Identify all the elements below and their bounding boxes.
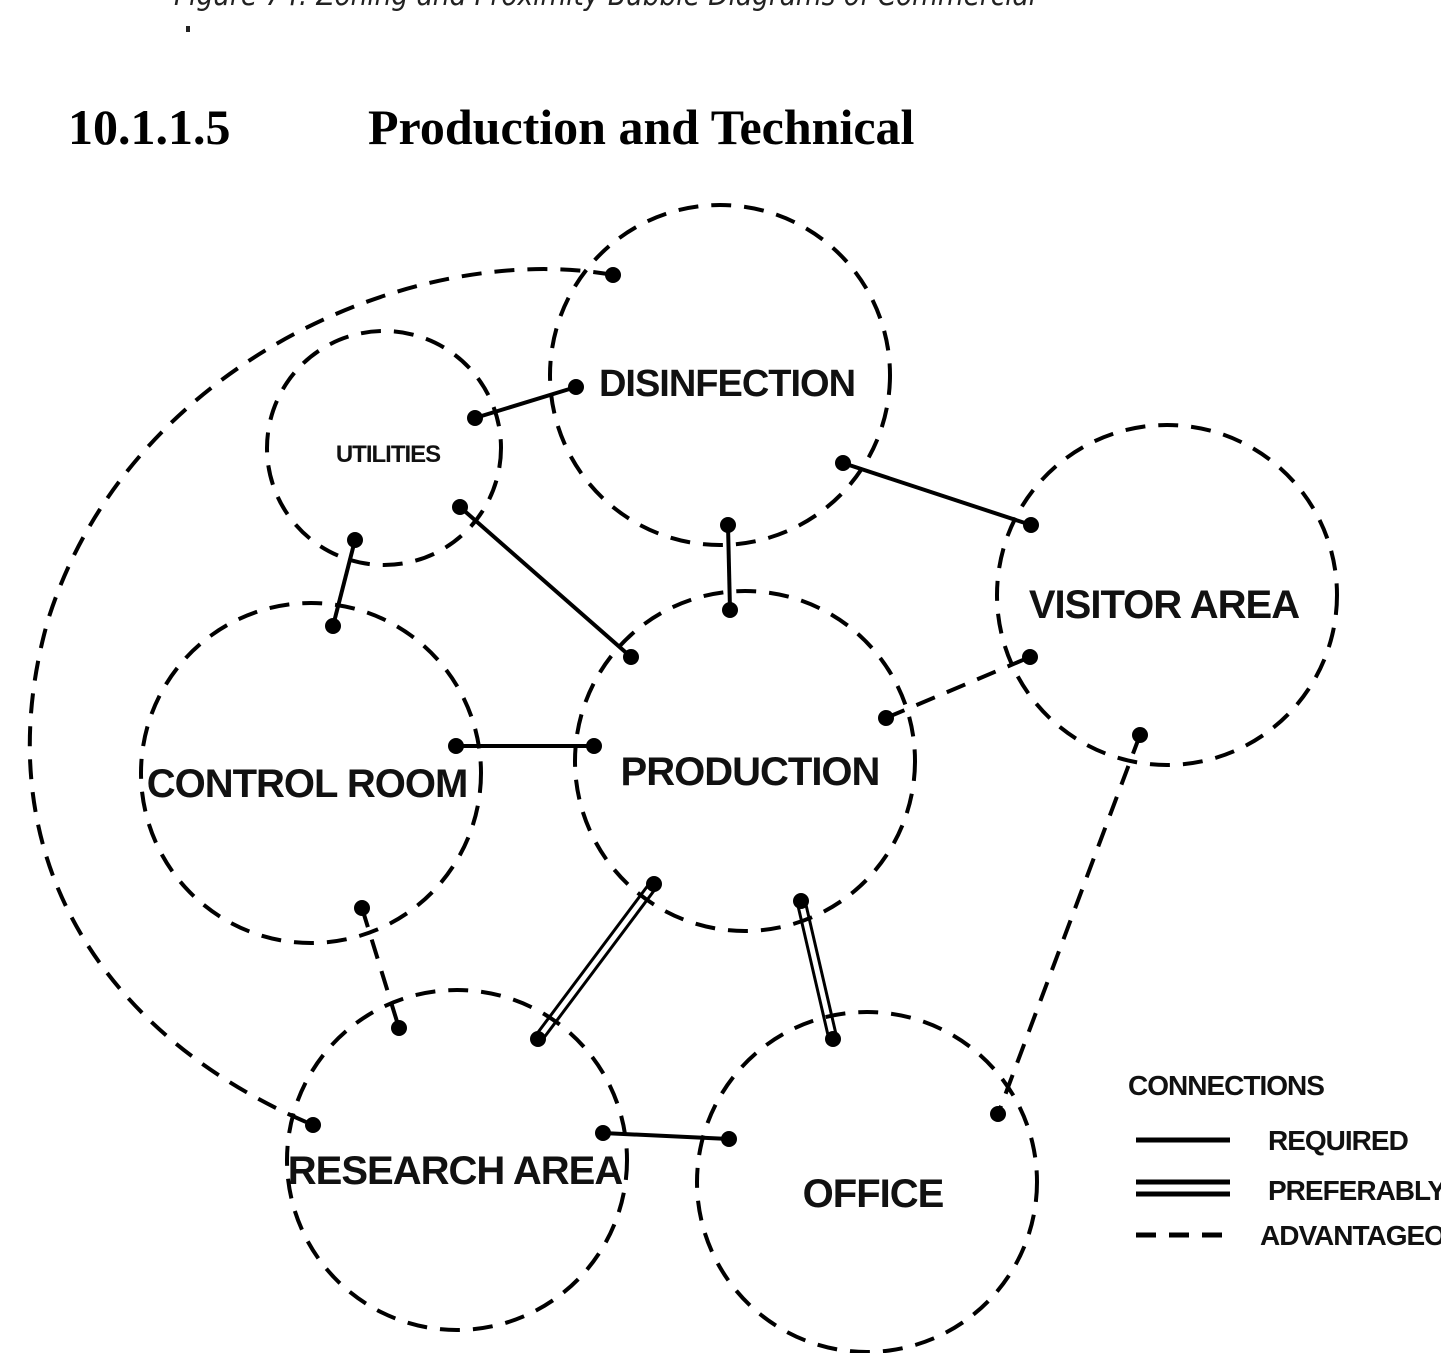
connection-utilities-control-room [331,539,357,627]
connection-endpoint [391,1020,407,1036]
legend-title: CONNECTIONS [1128,1070,1324,1101]
connection-disinfection-research-area [27,267,614,1127]
zone-office [695,1010,1039,1353]
connection-endpoint [825,1031,841,1047]
zone-disinfection [548,203,892,547]
section-title: Production and Technical [368,99,915,155]
connection-endpoint [1022,649,1038,665]
connection-endpoint [623,649,639,665]
connection-endpoint [793,893,809,909]
connection-endpoint [1023,517,1039,533]
label-utilities: UTILITIES [336,441,441,468]
label-production: PRODUCTION [621,750,880,794]
connection-endpoint [721,1131,737,1147]
legend-preferably: PREFERABLY [1268,1175,1441,1206]
label-office: OFFICE [803,1172,944,1216]
connection-endpoint [347,532,363,548]
legend-advantageous: ADVANTAGEO [1260,1220,1441,1251]
connection-endpoint [646,876,662,892]
label-research-area: RESEARCH AREA [288,1149,623,1193]
zone-production [573,589,917,933]
connection-utilities-disinfection [474,385,577,420]
label-disinfection: DISINFECTION [599,363,855,405]
zone-control-room [139,601,483,945]
connection-endpoint [305,1117,321,1133]
caption-fragment [186,26,190,32]
zone-utilities [265,329,503,567]
zone-visitor-area [995,423,1339,767]
figure-caption: Figure 74: Zoning and Proximity Bubble D… [174,0,1036,13]
connection-production-research-area-b [540,885,659,1043]
connection-disinfection-production [726,524,732,611]
connection-utilities-production [458,505,633,659]
section-number: 10.1.1.5 [68,99,231,155]
connection-visitor-area-office [996,734,1142,1115]
legend-required: REQUIRED [1268,1125,1409,1156]
connection-endpoint [605,267,621,283]
connection-research-area-office [602,1131,730,1141]
connection-production-research-area-a [533,880,652,1038]
connection-control-room-research-area [360,907,401,1029]
connection-endpoint [720,517,736,533]
connection-endpoint [595,1125,611,1141]
connection-endpoint [325,618,341,634]
zone-research-area [285,988,629,1332]
legend: CONNECTIONS REQUIRED PREFERABLY ADVANTAG… [1128,1070,1441,1251]
connection-disinfection-visitor-area [842,461,1032,527]
connection-endpoint [568,379,584,395]
connection-endpoint [1132,727,1148,743]
label-visitor-area: VISITOR AREA [1029,583,1299,627]
connection-production-office-a [795,901,831,1041]
label-control-room: CONTROL ROOM [147,762,468,806]
connection-production-visitor-area [885,655,1031,720]
connection-endpoint [354,900,370,916]
connection-endpoint [878,710,894,726]
connection-endpoint [448,738,464,754]
connection-production-office-b [803,899,839,1039]
connection-endpoint [990,1106,1006,1122]
connection-endpoint [467,410,483,426]
connection-endpoint [452,499,468,515]
connection-endpoint [835,455,851,471]
connection-endpoint [586,738,602,754]
connection-endpoint [722,602,738,618]
connection-endpoint [530,1031,546,1047]
